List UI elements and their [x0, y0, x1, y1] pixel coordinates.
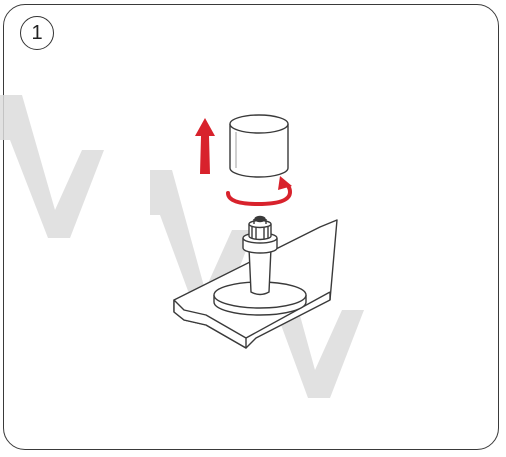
foot-disc — [213, 281, 307, 316]
step-number: 1 — [31, 21, 43, 44]
stem — [242, 215, 278, 296]
lift-up-arrow-icon — [195, 118, 215, 174]
cap-cylinder — [229, 114, 289, 178]
rotate-arrow-icon — [226, 176, 293, 207]
step-number-badge: 1 — [20, 16, 54, 50]
instruction-panel — [3, 4, 499, 450]
